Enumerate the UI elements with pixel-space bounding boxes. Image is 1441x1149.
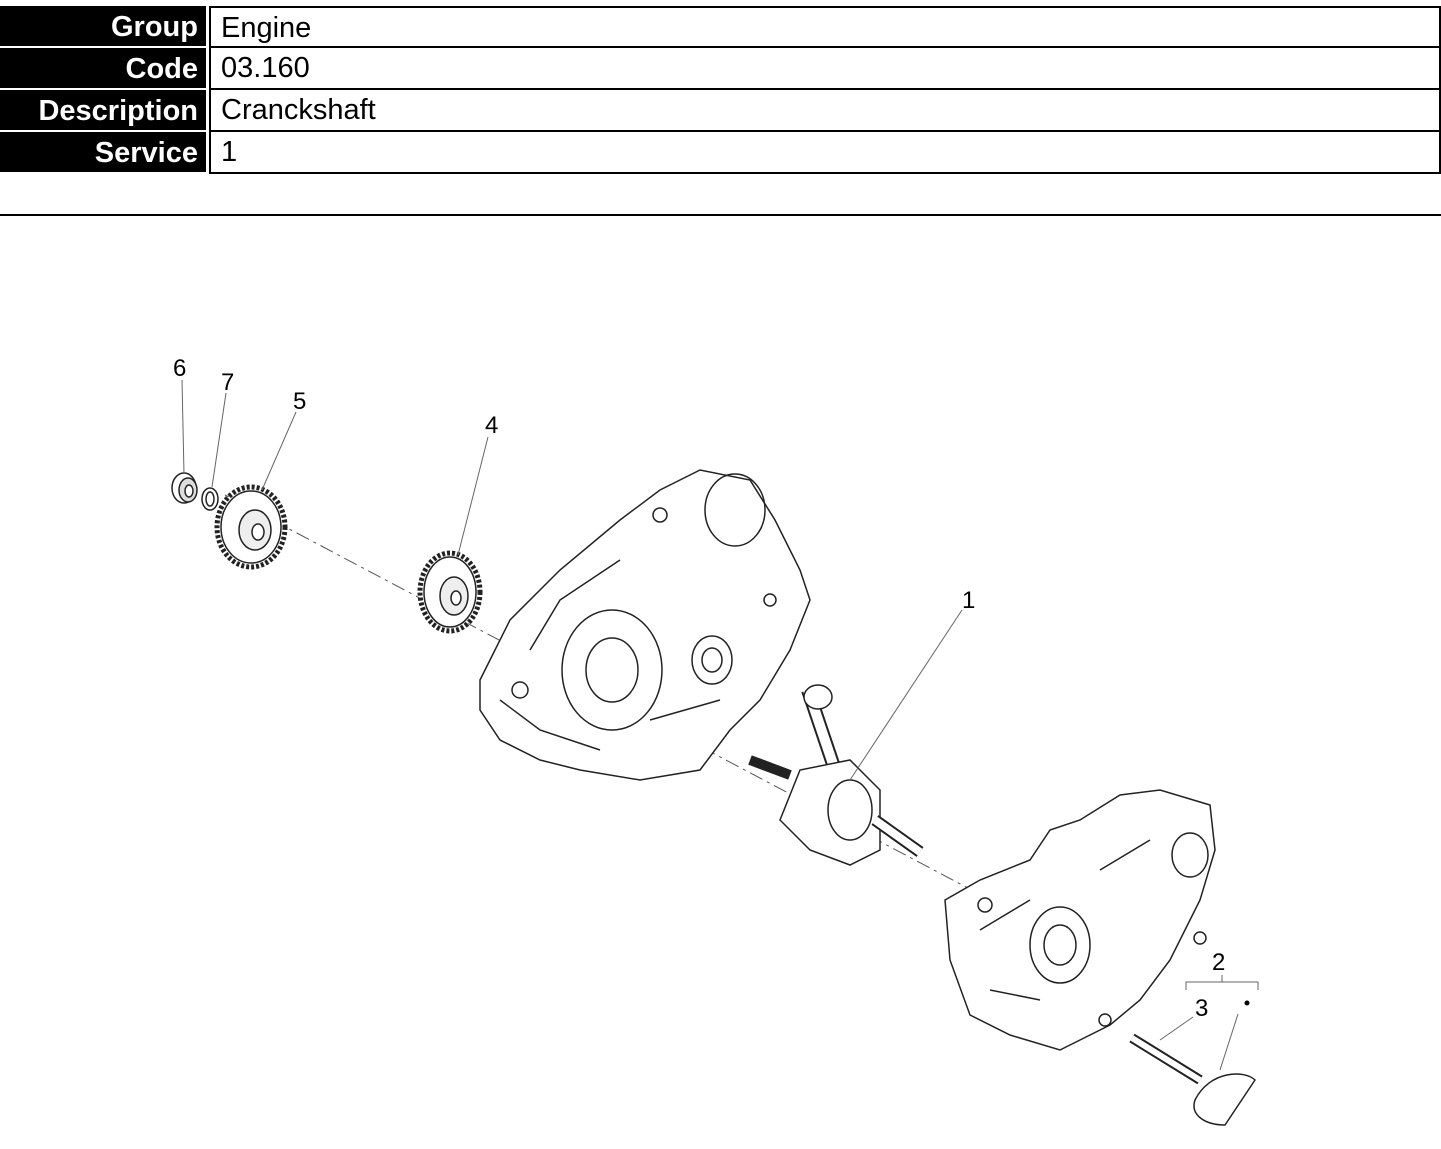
callout-7: 7 xyxy=(221,369,234,396)
right-crankcase-part xyxy=(944,789,1216,1051)
code-value: 03.160 xyxy=(209,48,1441,90)
info-row-service: Service 1 xyxy=(0,132,1441,174)
info-row-code: Code 03.160 xyxy=(0,48,1441,90)
shaft-part xyxy=(1129,1033,1256,1126)
description-value: Cranckshaft xyxy=(209,90,1441,132)
description-label: Description xyxy=(0,90,206,132)
group-label: Group xyxy=(0,6,206,48)
code-label: Code xyxy=(0,48,206,90)
divider xyxy=(0,214,1441,216)
callout-5: 5 xyxy=(293,388,306,415)
crankshaft-part xyxy=(748,684,924,866)
callout-6: 6 xyxy=(173,355,186,382)
gear-5-part xyxy=(214,484,288,570)
callout-4: 4 xyxy=(485,412,498,439)
info-row-description: Description Cranckshaft xyxy=(0,90,1441,132)
service-label: Service xyxy=(0,132,206,174)
nut-part xyxy=(171,472,198,504)
info-table: Group Engine Code 03.160 Description Cra… xyxy=(0,6,1441,174)
gear-4-part xyxy=(417,550,483,634)
left-crankcase-part xyxy=(479,469,811,781)
callout-3: 3 xyxy=(1195,995,1208,1022)
callout-1: 1 xyxy=(962,587,975,614)
service-value: 1 xyxy=(209,132,1441,174)
group-value: Engine xyxy=(209,6,1441,48)
leader-lines xyxy=(181,379,1259,1071)
info-row-group: Group Engine xyxy=(0,6,1441,48)
washer-part xyxy=(201,487,219,511)
callout-2: 2 xyxy=(1212,949,1225,976)
callout-dot xyxy=(1244,1000,1250,1006)
